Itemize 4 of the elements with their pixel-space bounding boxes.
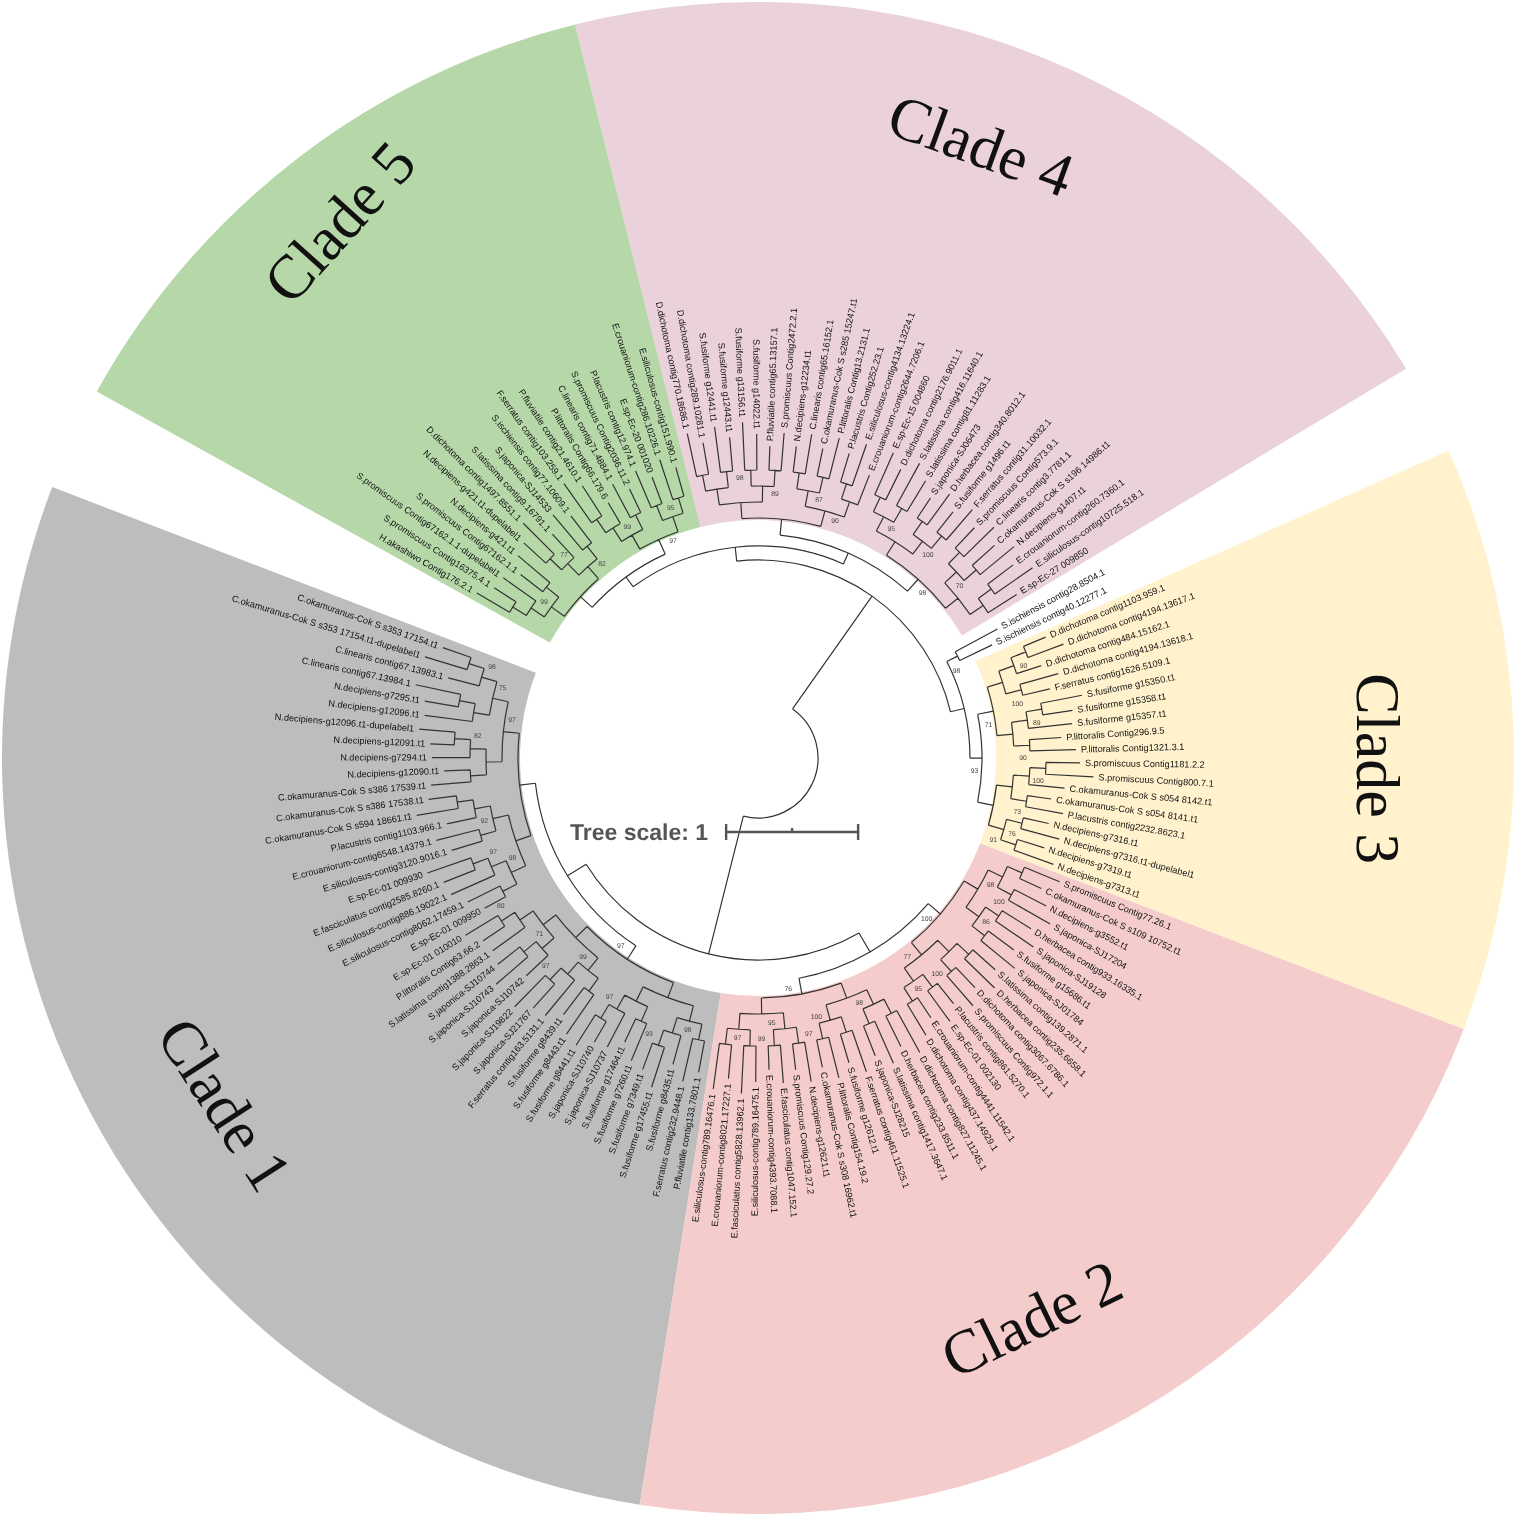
clade-label: Clade 4 xyxy=(879,79,1083,211)
scale-label: Tree scale: 1 xyxy=(570,822,709,846)
clade-label: Clade 2 xyxy=(930,1245,1133,1393)
clade-label: Clade 3 xyxy=(1342,673,1413,865)
